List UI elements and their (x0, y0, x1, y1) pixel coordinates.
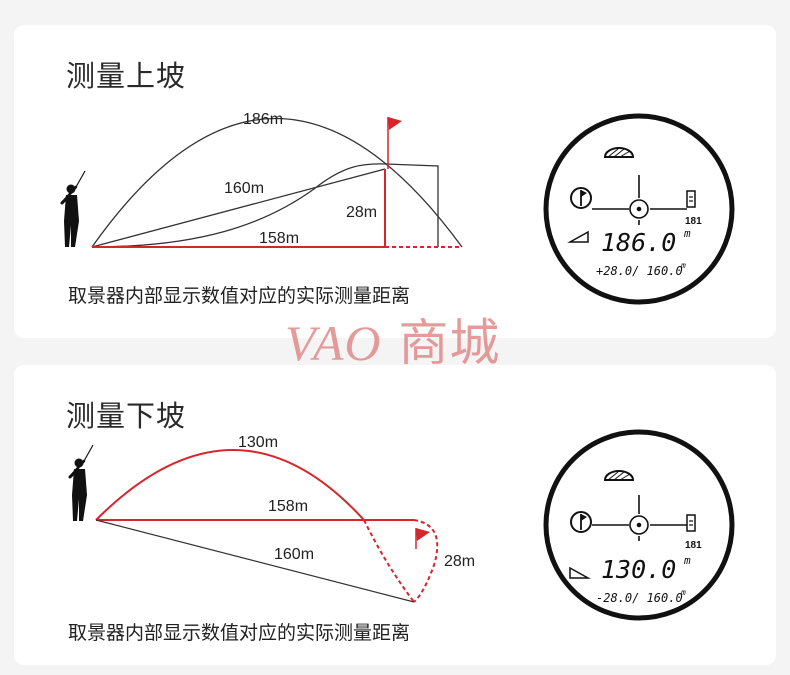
slope-triangle-icon (569, 566, 591, 579)
rangefinder-viewfinder: 181 130.0 m -28.0/ 160.0 m (543, 429, 735, 621)
viewfinder-sub-reading: +28.0/ 160.0 (596, 264, 683, 278)
slope-mode-icon (603, 470, 635, 481)
flag-icon (415, 528, 430, 549)
hill-curve (91, 163, 439, 248)
viewfinder-main-unit: m (683, 554, 691, 567)
svg-text:181: 181 (685, 216, 702, 227)
battery-icon (686, 190, 696, 208)
uphill-title: 测量上坡 (66, 59, 187, 93)
height-bracket-28 (413, 519, 439, 603)
arc-186 (91, 117, 463, 248)
battery-icon (686, 514, 696, 532)
viewfinder-main-reading: 186.0 (601, 228, 676, 257)
slope-line-160 (91, 168, 386, 248)
uphill-diagram: 186m 160m 28m 158m (60, 111, 735, 305)
watermark: VAO 商城 (285, 314, 501, 372)
downhill-diagram: 130m 158m 160m 28m (68, 429, 735, 621)
viewfinder-main-unit: m (683, 227, 691, 240)
label-160m: 160m (224, 180, 264, 197)
flag-mode-icon (570, 511, 592, 533)
crosshair-icon (592, 495, 687, 541)
uphill-caption: 取景器内部显示数值对应的实际测量距离 (68, 285, 411, 307)
downhill-caption: 取景器内部显示数值对应的实际测量距离 (68, 622, 411, 644)
flag-mode-icon (570, 187, 592, 209)
label-158m: 158m (259, 230, 299, 247)
label-160m: 160m (274, 546, 314, 563)
slope-mode-icon (603, 147, 635, 158)
viewfinder-main-reading: 130.0 (601, 555, 676, 584)
label-28m: 28m (444, 553, 475, 570)
label-158m: 158m (268, 498, 308, 515)
label-130m: 130m (238, 434, 278, 451)
viewfinder-sub-unit: m (680, 588, 686, 597)
golfer-icon (68, 444, 94, 521)
rangefinder-viewfinder: 181 186.0 m +28.0/ 160.0 m (543, 113, 735, 305)
slope-triangle-icon (567, 230, 589, 243)
downhill-title: 测量下坡 (66, 399, 187, 433)
flag-icon (387, 117, 402, 169)
viewfinder-sub-unit: m (680, 261, 686, 270)
crosshair-icon (592, 175, 687, 225)
arc-130 (95, 449, 365, 521)
uphill-panel: 测量上坡 186m 160m 28m 158m (14, 25, 776, 338)
svg-text:181: 181 (685, 540, 702, 551)
arc-dashed-drop (363, 519, 415, 603)
golfer-icon (60, 170, 86, 247)
downhill-panel: 测量下坡 130m 158m 160m 28m (14, 365, 776, 665)
label-186m: 186m (243, 111, 283, 128)
viewfinder-sub-reading: -28.0/ 160.0 (596, 591, 683, 605)
label-28m: 28m (346, 204, 377, 221)
slope-line-160 (95, 519, 415, 603)
